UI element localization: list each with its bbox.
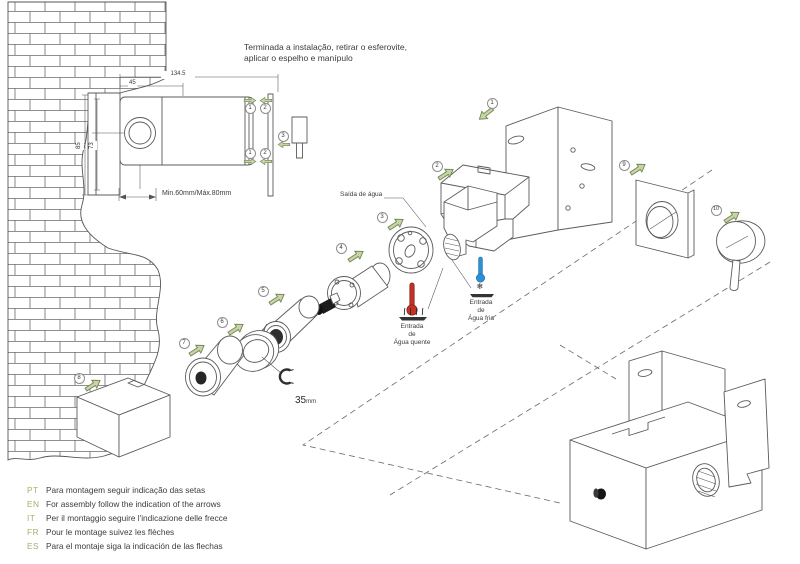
arrow-step-6-icon [225,320,247,338]
recessed-valve-box [119,96,254,166]
part-3-mixer-valve-body [388,185,498,274]
part-1-bracket-plate [505,106,613,241]
part-number-badge: 6 [216,316,228,328]
wall-step-badge: 1 [244,147,256,159]
language-text: Para el montaje siga la indicación de la… [46,540,223,551]
thermometer-cold-icon [470,256,494,298]
language-row: EN For assembly follow the indication of… [27,498,227,509]
language-code: FR [27,526,40,537]
wall-step-badge: 1 [244,102,256,114]
language-code: ES [27,540,40,551]
part-number-badge: 9 [618,159,630,171]
language-code: IT [27,512,36,523]
language-code: EN [27,498,40,509]
language-row: PT Para montagem seguir indicação das se… [27,485,227,495]
part-8-protection-box [76,377,171,458]
wrench-35mm-icon [278,368,294,385]
language-row: ES Para el montaje siga la indicación de… [27,540,227,551]
water-outlet-label: Saída de água [340,191,383,198]
part-number-badge: 8 [73,372,85,384]
dim-inner-width-label: 45 [128,80,137,88]
hot-inlet-label: Entrada de Água quente [393,323,431,347]
heat-waves-icon [403,307,424,316]
handle-side-view [291,116,308,159]
wall-section-fixture [82,74,308,201]
language-text: Per il montaggio seguire l'indicazione d… [46,512,228,523]
arrow-step-5-icon [266,290,288,308]
part-number-badge: 1 [486,97,498,109]
wall-step-badge: 2 [259,147,271,159]
wall-step-badge: 2 [259,102,271,114]
part-7-protection-cylinder [185,335,245,397]
part-number-badge: 3 [376,211,388,223]
thermometer-hot-icon [399,282,427,321]
top-note: Terminada a instalação, retirar o esfero… [244,42,407,64]
arrow-apply-handle-icon [277,141,291,148]
wrench-size-value: 35 [295,395,307,406]
language-text: For assembly follow the indication of th… [46,498,221,509]
part-4-cartridge [315,262,391,315]
part-9-cover-plate [635,179,695,259]
language-code: PT [27,485,39,495]
part-number-badge: 10 [710,204,722,216]
assembly-axis-lines [302,169,771,504]
dim-total-width-label: 134.5 [161,71,195,79]
arrow-step-9-icon [627,160,649,178]
language-text: Para montagem seguir indicação das setas [46,485,206,495]
wrench-size-unit: mm [306,399,317,405]
language-row: FR Pour le montage suivez les flèches [27,526,227,537]
wall-step-badge: 3 [277,130,289,142]
part-number-badge: 5 [257,285,269,297]
cover-plate-side-view [267,93,274,197]
assembled-unit [569,350,770,550]
leader-lines [261,197,472,374]
arrow-step-4-icon [345,247,367,265]
part-number-badge: 7 [178,337,190,349]
dim-outer-height-label: 85 [76,141,84,150]
wrench-size-label: 35mm [295,369,316,409]
part-number-badge: 2 [431,160,443,172]
dimension-lines [82,74,279,201]
part-number-badge: 4 [335,242,347,254]
dim-inner-height-label: 73 [89,141,97,150]
part-6-locking-ring [233,330,280,372]
language-row: IT Per il montaggio seguire l'indicazion… [27,512,228,523]
brick-wall [7,1,167,461]
cold-inlet-label: Entrada de Água fria [467,299,495,323]
snowflake-icon: ❄ [476,282,484,291]
language-instructions: PT Para montagem seguir indicação das se… [27,485,228,556]
depth-range-label: Min.60mm/Máx.80mm [162,190,232,197]
arrow-step-7-icon [186,341,208,359]
language-text: Pour le montage suivez les flèches [46,526,175,537]
part-10-handle [716,220,766,291]
